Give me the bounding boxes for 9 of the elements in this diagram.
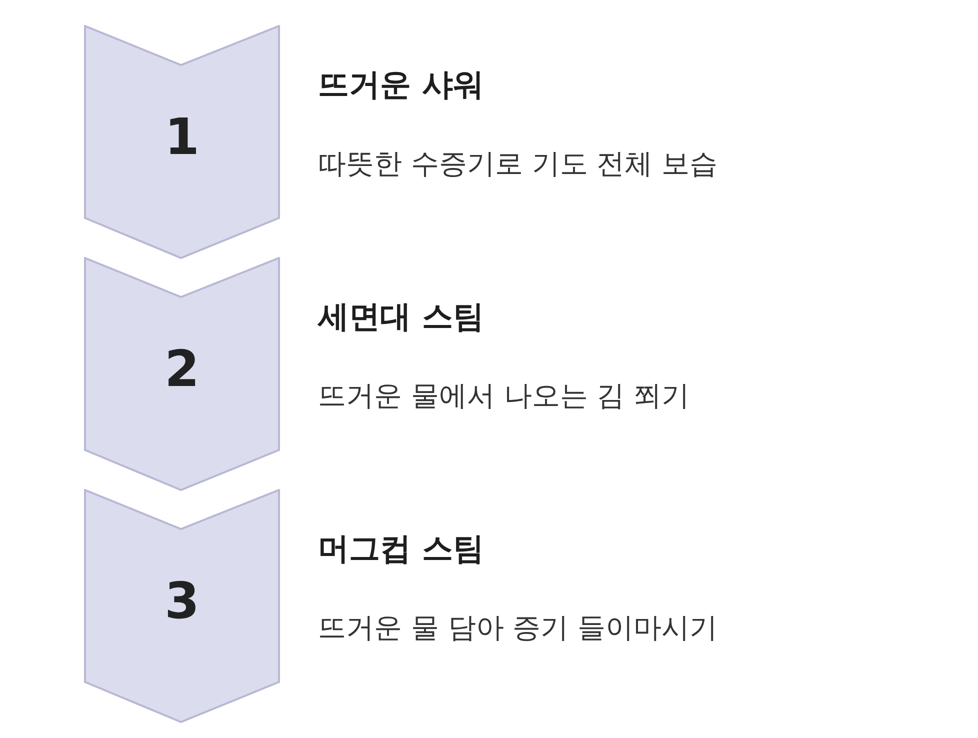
step-description: 뜨거운 물 담아 증기 들이마시기 bbox=[318, 610, 718, 646]
step-description: 따뜻한 수증기로 기도 전체 보습 bbox=[318, 146, 718, 182]
step-description: 뜨거운 물에서 나오는 김 쬐기 bbox=[318, 378, 690, 414]
step-number: 2 bbox=[164, 339, 200, 399]
step-title: 뜨거운 샤워 bbox=[318, 66, 484, 105]
step-title: 머그컵 스팀 bbox=[318, 530, 484, 569]
step-number: 1 bbox=[164, 107, 200, 167]
step-number: 3 bbox=[164, 571, 200, 631]
step-title: 세면대 스팀 bbox=[318, 298, 484, 337]
